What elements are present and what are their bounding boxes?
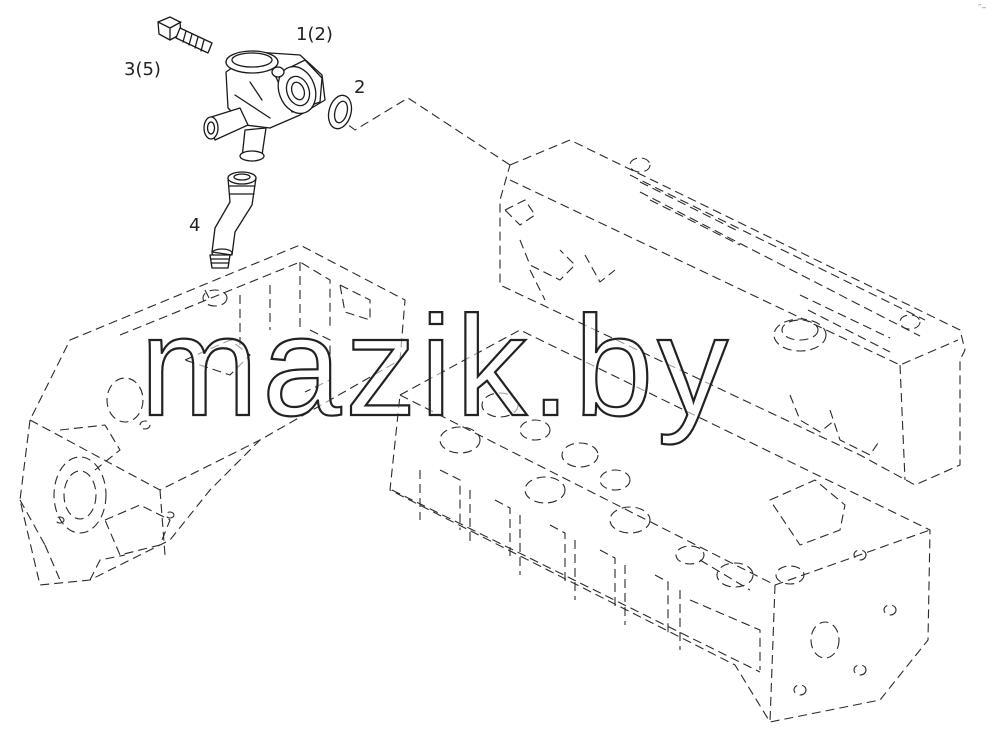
- rocker-cover: [499, 139, 966, 486]
- breather-cover-part-1: [203, 50, 326, 162]
- callout-part-3: 3(5): [124, 59, 161, 80]
- cylinder-head-assembly: [389, 329, 931, 723]
- callout-labels: 1(2) 2 3(5) 4: [124, 24, 365, 236]
- front-case: [19, 244, 406, 586]
- o-ring-part-2: [327, 94, 353, 130]
- callout-part-1: 1(2): [296, 24, 333, 45]
- breather-hose-part-4: [209, 171, 257, 269]
- leader-lines: [204, 97, 511, 301]
- watermark-text: mazik.by: [140, 287, 732, 446]
- callout-part-2: 2: [354, 77, 365, 98]
- callout-part-4: 4: [189, 215, 200, 236]
- bolt-part-3: [157, 16, 213, 54]
- corner-mark: ᵔ–: [978, 3, 987, 13]
